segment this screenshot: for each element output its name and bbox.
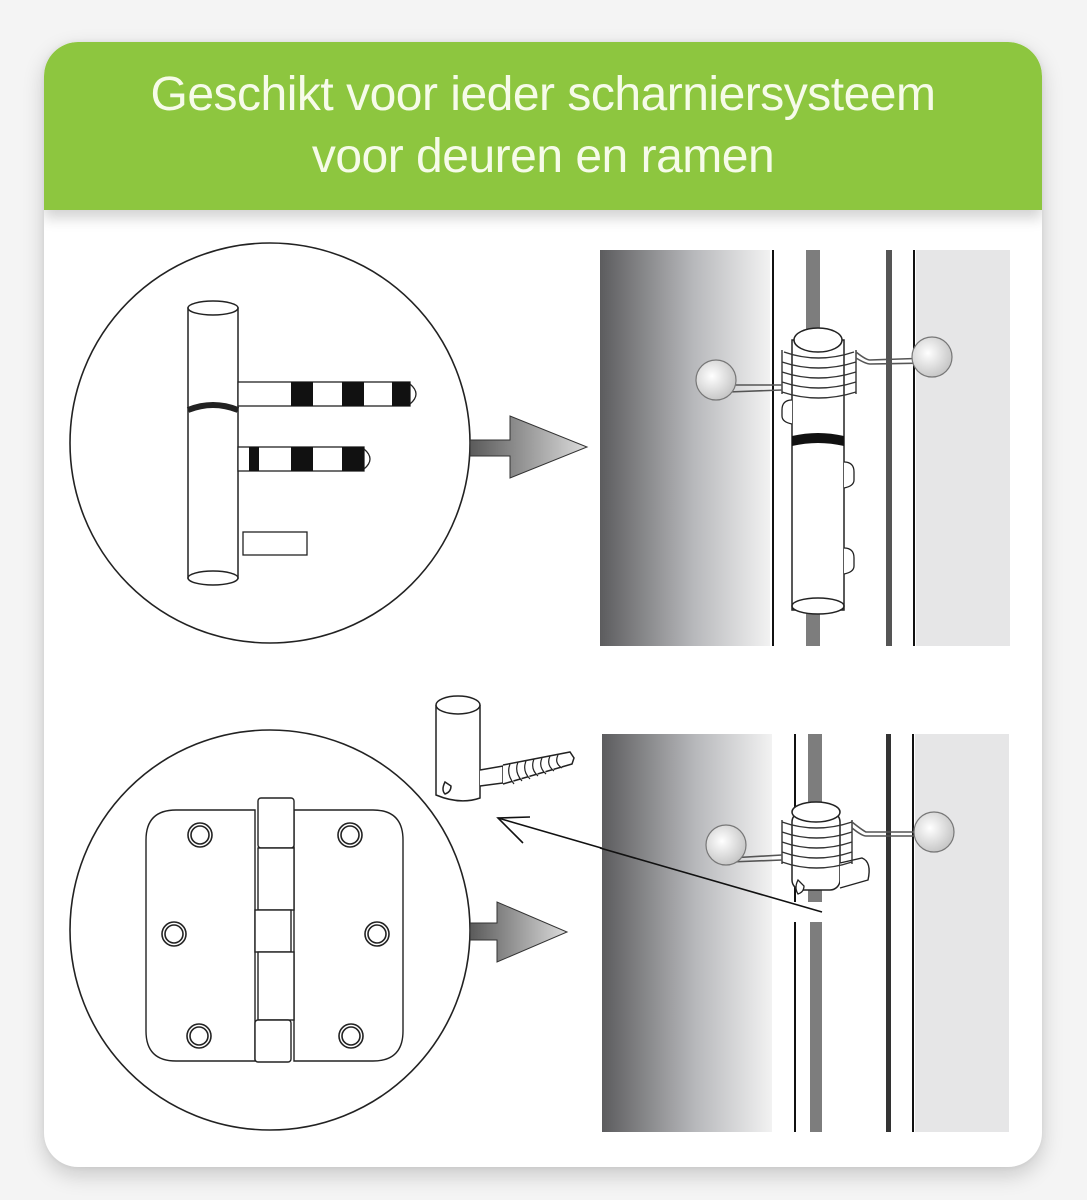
arrow-right-icon bbox=[469, 901, 569, 963]
pin-with-screw bbox=[435, 695, 575, 802]
butt-hinge-circle bbox=[69, 729, 471, 1131]
pin-hinge-circle bbox=[69, 242, 471, 644]
door-spring-butt-hinge bbox=[599, 734, 1009, 1132]
door-spring-pin-hinge bbox=[600, 250, 1010, 646]
arrow-right-icon bbox=[469, 415, 589, 479]
title-line-2: voor deuren en ramen bbox=[311, 130, 775, 183]
title-banner: Geschikt voor ieder scharniersysteem voo… bbox=[44, 42, 1042, 210]
title-line-1: Geschikt voor ieder scharniersysteem bbox=[150, 68, 936, 121]
